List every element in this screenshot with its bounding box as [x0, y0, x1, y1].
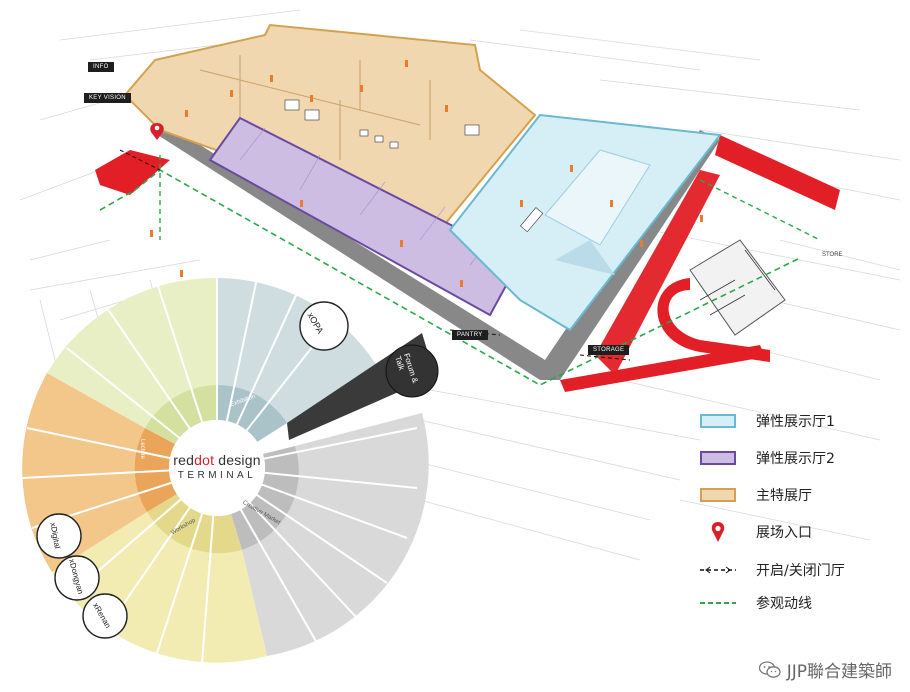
stair-tower: [689, 239, 786, 336]
legend-item-entrance: 展场入口: [700, 521, 812, 543]
wheel-bubble-3: [36, 513, 82, 559]
footer-watermark: JJP聯合建築師: [758, 657, 892, 682]
wechat-icon: [758, 660, 781, 678]
wheel-bubble-4: [54, 555, 100, 601]
legend-swatch-main-hall: [700, 488, 736, 502]
wheel-brand: reddot design TERMINAL: [167, 453, 267, 481]
people-markers: [150, 60, 703, 287]
brand-dot: dot: [194, 452, 215, 468]
legend-label: 参观动线: [756, 596, 812, 612]
wheel-bubble-1: [299, 301, 349, 351]
legend-item-main-hall: 主特展厅: [700, 484, 812, 506]
legend-item-hall-2: 弹性展示厅2: [700, 447, 835, 469]
wheel-bubble-5: [82, 593, 128, 639]
stair-detail: [699, 249, 776, 316]
legend-label: 展场入口: [756, 525, 812, 541]
wheel-segment-exhibition: [217, 278, 377, 423]
wheel-segment-exhibition-inner: [217, 384, 287, 442]
legend-label: 开启/关闭门厅: [756, 563, 845, 579]
wheel-bubble-2: [385, 344, 439, 398]
tag-info: INFO: [88, 62, 114, 72]
hall-1-inner-room: [544, 149, 651, 246]
brand-design: design: [214, 452, 261, 468]
location-pin-icon: [711, 522, 725, 542]
legend-item-hall-1: 弹性展示厅1: [700, 410, 835, 432]
legend-label: 主特展厅: [756, 488, 812, 504]
tag-pantry: PANTRY: [452, 330, 488, 340]
hall-2-grid: [239, 127, 496, 266]
tag-storage: STORAGE: [588, 345, 630, 355]
route-line-icon: [700, 602, 736, 604]
tag-key-vision: KEY VISION: [84, 93, 131, 103]
furniture: [284, 99, 544, 233]
visitor-route-2: [159, 155, 821, 241]
brand-terminal: TERMINAL: [177, 470, 257, 481]
wheel-segment-market: [242, 413, 429, 656]
entrance-pin: [150, 123, 164, 140]
footer-text: JJP聯合建築師: [786, 662, 892, 682]
hall-1-void: [555, 240, 615, 275]
context-linework: [19, 9, 901, 561]
door-line-icon: [700, 566, 736, 574]
program-wheel: [21, 273, 439, 664]
legend-item-route: 参观动线: [700, 592, 812, 614]
legend-swatch-hall-2: [700, 451, 736, 465]
wheel-segment-info: [47, 277, 217, 428]
legend-item-door: 开启/关闭门厅: [700, 559, 845, 581]
inner-label-lecture: Lecture: [139, 438, 146, 460]
red-circulation: [95, 135, 840, 392]
tag-store: STORE: [822, 252, 843, 258]
legend-label: 弹性展示厅1: [756, 414, 835, 430]
legend-swatch-hall-1: [700, 414, 736, 428]
legend-label: 弹性展示厅2: [756, 451, 835, 467]
brand-red: red: [173, 452, 195, 468]
